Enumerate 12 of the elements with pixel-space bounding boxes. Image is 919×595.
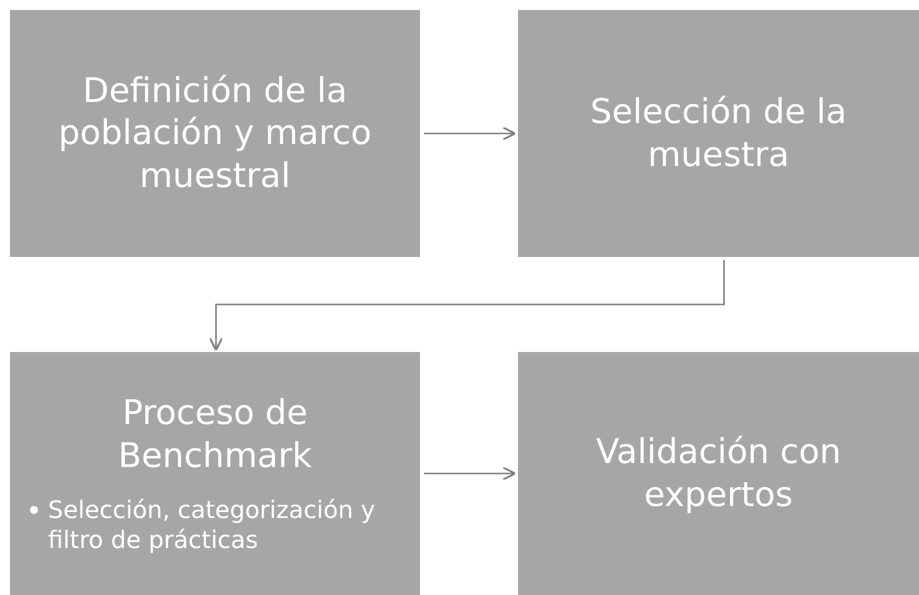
arrow — [424, 466, 516, 480]
box-title: Selección de la muestra — [589, 91, 848, 176]
process-box — [10, 352, 420, 595]
process-box — [518, 352, 919, 595]
bullet-text: Selección, categorización y filtro de prácticas — [48, 495, 376, 555]
box-title: Validación con expertos — [594, 431, 842, 516]
arrow — [424, 126, 516, 140]
process-box — [10, 10, 420, 257]
box-title: Proceso de Benchmark — [117, 392, 313, 477]
box-title: Definición de la población y marco muestral — [57, 70, 373, 198]
arrow — [209, 260, 725, 352]
process-box — [518, 10, 919, 257]
